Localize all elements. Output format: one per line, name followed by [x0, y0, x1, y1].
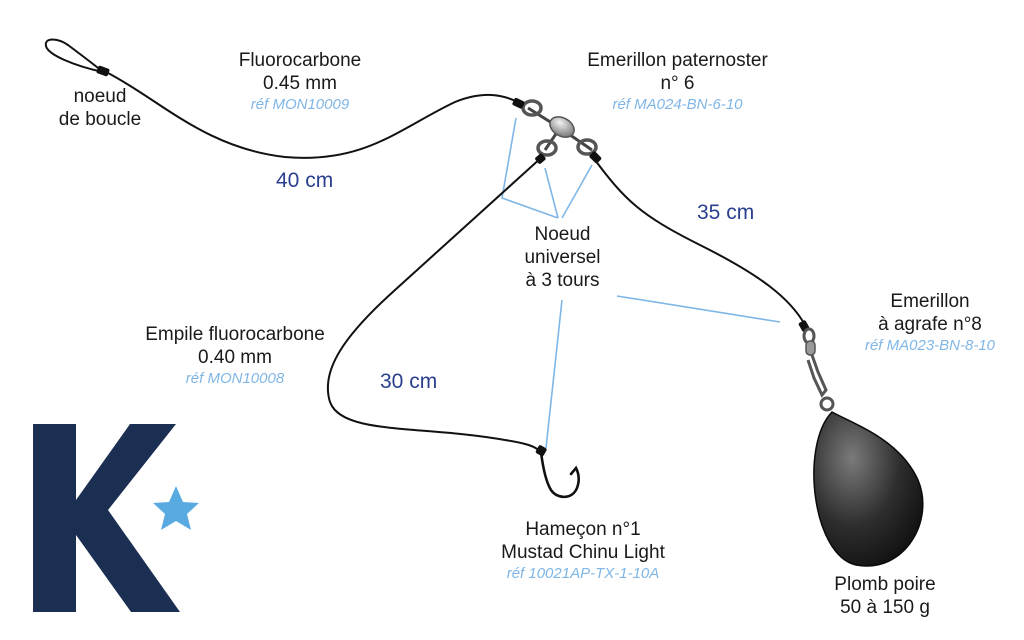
- hook-ref: réf 10021AP-TX-1-10A: [506, 565, 660, 582]
- swivel-label: Emerillon paternoster n° 6 réf MA024-BN-…: [555, 49, 800, 115]
- brand-logo: [33, 424, 199, 612]
- main-line: [107, 72, 523, 159]
- logo-star-icon: [153, 486, 199, 530]
- hook-label: Hameçon n°1 Mustad Chinu Light réf 10021…: [468, 518, 698, 584]
- leader-length: 30 cm: [380, 370, 438, 393]
- weight-arm-line: [594, 159, 806, 326]
- main-line-diameter: 0.45 mm: [263, 73, 337, 94]
- sinker-label: Plomb poire 50 à 150 g: [800, 573, 970, 619]
- hook: [539, 450, 581, 499]
- snap-swivel-size: à agrafe n°8: [878, 314, 982, 335]
- main-line-label: Fluorocarbone 0.45 mm réf MON10009: [205, 49, 395, 115]
- knot-label: Noeud universel à 3 tours: [505, 223, 620, 292]
- leader-name: Empile fluorocarbone: [145, 324, 325, 345]
- snap-swivel: [802, 327, 835, 412]
- knot-label-line3: à 3 tours: [525, 270, 600, 291]
- leader-label: Empile fluorocarbone 0.40 mm réf MON1000…: [120, 323, 350, 389]
- snap-swivel-ref: réf MA023-BN-8-10: [864, 337, 996, 354]
- knot-label-line2: universel: [524, 247, 601, 268]
- swivel-name: Emerillon paternoster: [587, 50, 768, 71]
- loop-knot-mark: [96, 65, 110, 77]
- logo-letter-k: [33, 424, 180, 612]
- knot-callout-lines: [501, 117, 781, 449]
- main-line-name: Fluorocarbone: [238, 50, 362, 71]
- loop-knot-label-line1: noeud: [73, 86, 127, 107]
- snap-swivel-label: Emerillon à agrafe n°8 réf MA023-BN-8-10: [835, 290, 1024, 356]
- knot-label-line1: Noeud: [534, 224, 591, 245]
- main-line-length: 40 cm: [276, 169, 334, 192]
- loop-knot-label-line2: de boucle: [58, 109, 142, 130]
- sinker-name: Plomb poire: [834, 574, 936, 595]
- leader-diameter: 0.40 mm: [198, 347, 272, 368]
- pear-sinker: [813, 411, 924, 567]
- snap-swivel-name: Emerillon: [890, 291, 970, 312]
- end-loop: [44, 38, 104, 73]
- hook-name: Hameçon n°1: [525, 519, 641, 540]
- swivel-ref: réf MA024-BN-6-10: [612, 96, 743, 113]
- weight-arm-length: 35 cm: [697, 201, 755, 224]
- paternoster-swivel: [521, 99, 598, 157]
- sinker-weight: 50 à 150 g: [840, 597, 930, 618]
- main-line-ref: réf MON10009: [250, 96, 350, 113]
- swivel-size: n° 6: [660, 73, 695, 94]
- hook-model: Mustad Chinu Light: [501, 542, 665, 563]
- loop-knot-label: noeud de boucle: [50, 85, 150, 131]
- leader-ref: réf MON10008: [185, 370, 285, 387]
- leader-line: [326, 156, 543, 453]
